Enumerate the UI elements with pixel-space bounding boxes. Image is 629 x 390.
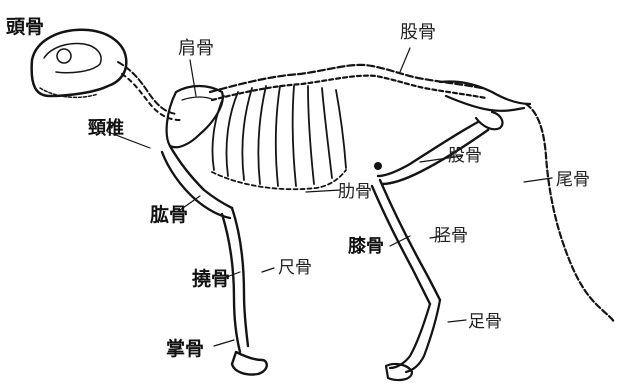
label-rib: 肋骨 — [338, 184, 372, 201]
label-scapula: 肩骨 — [178, 40, 214, 58]
cervical-vertebrae — [118, 62, 180, 120]
hind-foot — [386, 300, 440, 380]
label-knee: 膝骨 — [348, 238, 384, 256]
rib-cage — [212, 86, 346, 189]
foreleg — [222, 208, 267, 375]
label-neck: 頸椎 — [88, 120, 124, 138]
label-forefoot: 掌骨 — [166, 340, 204, 359]
tail — [526, 104, 614, 322]
label-tibia: 胫骨 — [434, 228, 468, 245]
label-spine: 股骨 — [400, 24, 436, 42]
label-humerus: 肱骨 — [150, 206, 188, 225]
scapula — [167, 86, 223, 147]
label-femur: 股骨 — [448, 148, 482, 165]
label-tail: 尾骨 — [556, 172, 590, 189]
skull — [32, 30, 127, 98]
pelvis — [440, 81, 530, 129]
label-ulna: 尺骨 — [278, 260, 312, 277]
label-hindfoot: 足骨 — [468, 314, 502, 331]
label-skull: 頭骨 — [6, 18, 44, 37]
label-radius: 撓骨 — [192, 270, 230, 289]
